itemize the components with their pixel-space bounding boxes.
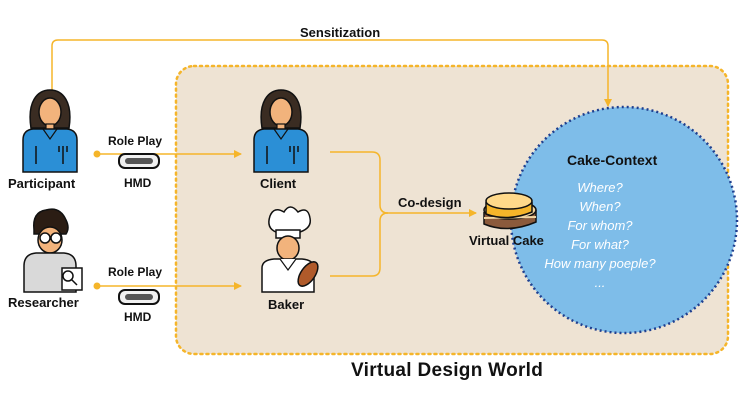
context-question: How many poeple? xyxy=(544,256,656,271)
client-label: Client xyxy=(260,176,297,191)
role-play-connector-bottom xyxy=(93,282,242,290)
context-question: When? xyxy=(579,199,621,214)
participant-icon xyxy=(22,89,78,173)
codesign-label: Co-design xyxy=(398,195,462,210)
hmd-label-top: HMD xyxy=(124,176,152,190)
researcher-label: Researcher xyxy=(8,295,79,310)
context-question: ... xyxy=(594,275,606,290)
hmd-icon-top xyxy=(118,153,160,169)
context-question: For whom? xyxy=(567,218,633,233)
cake-context-circle xyxy=(509,105,739,335)
hmd-icon-bottom xyxy=(118,289,160,305)
hmd-label-bottom: HMD xyxy=(124,310,152,324)
cake-context-title: Cake-Context xyxy=(567,152,658,168)
context-question: For what? xyxy=(571,237,629,252)
context-question: Where? xyxy=(577,180,623,195)
baker-label: Baker xyxy=(268,297,305,312)
virtual-cake-icon xyxy=(483,192,537,230)
role-play-label-bottom: Role Play xyxy=(108,265,163,279)
sensitization-connector xyxy=(51,39,612,107)
codesign-connector-baker xyxy=(330,212,389,277)
researcher-icon xyxy=(23,208,83,293)
client-icon xyxy=(253,89,309,173)
participant-label: Participant xyxy=(8,176,76,191)
virtual-design-world-title: Virtual Design World xyxy=(351,360,544,381)
codesign-connector-client xyxy=(330,151,389,214)
baker-icon xyxy=(261,206,319,293)
virtual-cake-label: Virtual Cake xyxy=(469,233,544,248)
role-play-label-top: Role Play xyxy=(108,134,163,148)
role-play-connector-top xyxy=(93,150,242,158)
sensitization-label: Sensitization xyxy=(300,25,381,40)
